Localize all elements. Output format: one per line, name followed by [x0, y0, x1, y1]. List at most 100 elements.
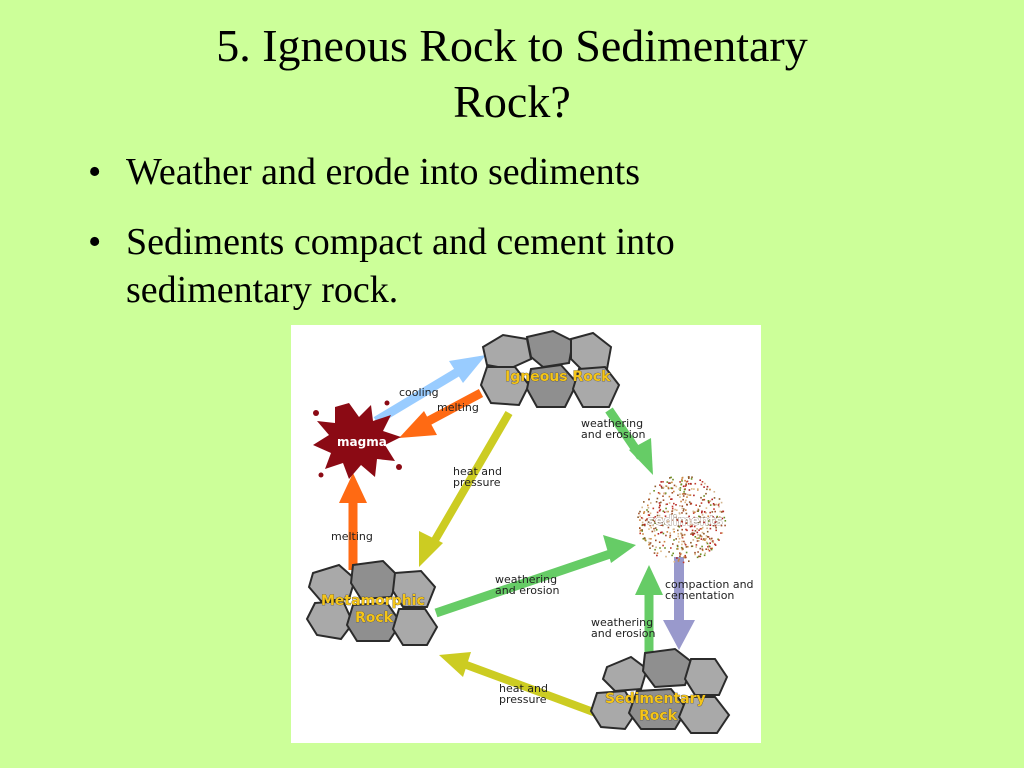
sediment-grain: [707, 500, 710, 502]
sediment-grain: [662, 510, 665, 512]
sediment-grain: [701, 545, 703, 548]
sediment-grain: [665, 555, 667, 558]
sediment-grain: [677, 494, 679, 496]
sediment-grain: [718, 498, 721, 500]
sediment-grain: [703, 498, 706, 501]
heat-pressure-arrow-bottom: [439, 652, 598, 717]
sediment-grain: [703, 538, 705, 540]
sediment-grain: [685, 481, 688, 483]
sediment-grain: [708, 550, 711, 552]
sediment-grain: [708, 545, 711, 548]
sediment-grain: [715, 529, 717, 532]
sediment-grain: [652, 517, 655, 519]
sediment-grain: [641, 517, 644, 520]
sediment-grain: [711, 537, 713, 540]
bullet-list: Weather and erode into sediments Sedimen…: [84, 148, 844, 336]
sediment-grain: [703, 511, 706, 513]
sediment-grain: [647, 520, 650, 522]
sediment-grain: [640, 517, 643, 519]
sediment-grain: [684, 544, 687, 546]
sediment-grain: [673, 531, 675, 533]
sediment-grain: [678, 541, 680, 543]
sediment-grain: [711, 519, 714, 521]
sediment-grain: [699, 521, 702, 523]
sediment-grain: [713, 491, 716, 493]
sediment-grain: [693, 532, 696, 535]
sediment-grain: [718, 502, 720, 505]
sediment-grain: [700, 502, 703, 504]
sediment-grain: [703, 516, 706, 519]
sediment-grain: [701, 548, 704, 551]
sediment-grain: [699, 555, 702, 558]
slide-title: 5. Igneous Rock to Sedimentary Rock?: [0, 18, 1024, 130]
sediments-label: sediments: [647, 514, 723, 529]
sediment-grain: [686, 519, 688, 521]
sediment-grain: [700, 483, 703, 486]
sediment-grain: [665, 503, 667, 506]
sediment-grain: [666, 520, 669, 522]
sediment-grain: [715, 503, 718, 506]
sediment-grain: [681, 480, 683, 482]
sediment-grain: [694, 530, 697, 532]
sediment-grain: [711, 511, 714, 513]
sediment-grain: [705, 492, 707, 495]
sediment-grain: [650, 538, 652, 540]
sediment-grain: [671, 505, 674, 508]
sediment-grain: [657, 520, 659, 523]
sediment-grain: [705, 535, 708, 537]
sediment-grain: [706, 536, 709, 538]
sediment-grain: [710, 515, 713, 518]
weathering-top-label-2: and erosion: [581, 428, 645, 441]
sediment-grain: [708, 501, 710, 504]
sediment-grain: [699, 547, 702, 550]
sediment-grain: [689, 494, 692, 496]
sediment-grain: [710, 547, 712, 550]
sediment-grain: [697, 489, 699, 491]
sediment-grain: [681, 528, 683, 531]
sediment-grain: [673, 490, 675, 493]
sediment-grain: [678, 488, 680, 490]
sediment-grain: [704, 482, 706, 485]
sediment-grain: [683, 534, 685, 536]
sediment-grain: [676, 544, 679, 547]
sediment-grain: [670, 547, 672, 549]
sediment-grain: [641, 530, 643, 532]
sediment-grain: [720, 511, 723, 513]
sediment-grain: [690, 541, 692, 544]
sediment-grain: [714, 543, 716, 545]
sediment-grain: [683, 491, 685, 493]
rock-cycle-diagram: magma Igneous Rock sediments Metamorphic: [291, 325, 761, 743]
sediment-grain: [651, 519, 654, 522]
melting-arrow-left: [339, 473, 367, 570]
sediment-grain: [661, 517, 663, 519]
sediment-grain: [690, 478, 693, 480]
heat-bottom-label-2: pressure: [499, 693, 547, 706]
weathering-arrow-sed: [635, 565, 663, 655]
sediment-grain: [671, 554, 673, 557]
sediment-grain: [681, 547, 684, 550]
sediment-grain: [701, 531, 704, 534]
sediment-grain: [666, 510, 668, 513]
sediment-grain: [639, 510, 641, 513]
sediment-grain: [660, 550, 662, 553]
sediment-grain: [703, 554, 706, 557]
sediment-grain: [640, 529, 642, 532]
sediment-grain: [675, 504, 677, 506]
sediment-grain: [701, 526, 704, 529]
sediment-grain: [709, 504, 712, 506]
sediment-grain: [685, 528, 687, 531]
sediment-grain: [643, 537, 646, 539]
sediment-grain: [643, 511, 646, 513]
sediment-grain: [665, 522, 668, 524]
sediment-grain: [669, 532, 671, 534]
sediment-grain: [656, 554, 658, 557]
sediment-grain: [677, 548, 679, 550]
sedimentary-label-line1: Sedimentary: [605, 691, 706, 707]
sediment-grain: [682, 485, 685, 488]
sediment-grain: [680, 520, 683, 523]
sediment-grain: [703, 495, 705, 497]
sediment-grain: [673, 484, 676, 487]
sediment-grain: [695, 546, 697, 548]
sediment-grain: [716, 520, 718, 523]
sediment-grain: [658, 510, 661, 512]
